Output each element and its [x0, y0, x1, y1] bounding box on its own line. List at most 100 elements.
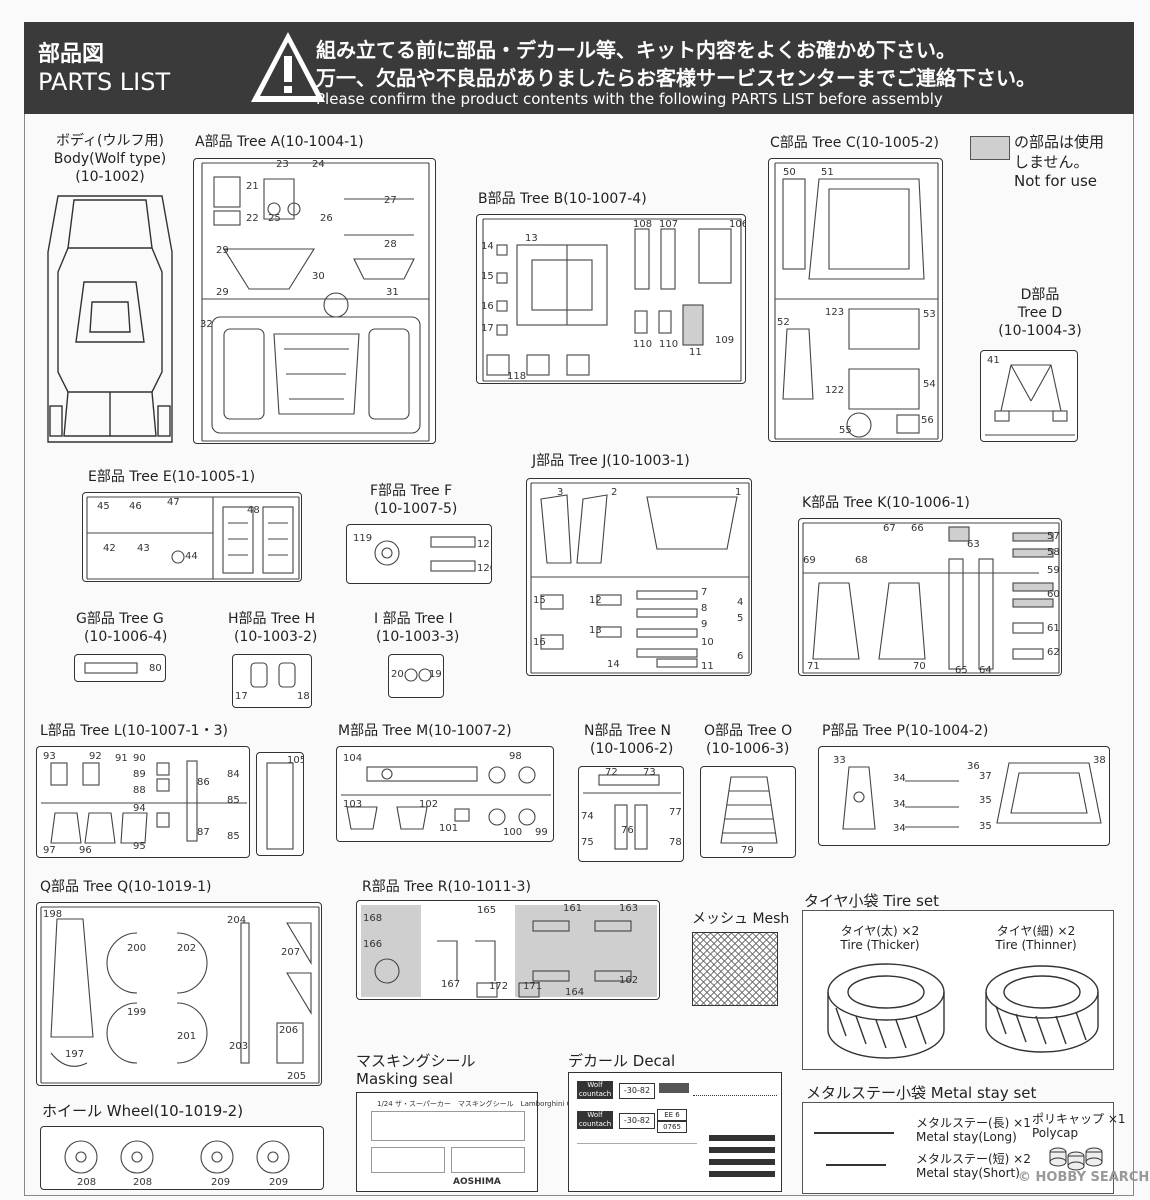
tree-e: 45 46 47 48 42 43 44	[82, 492, 302, 582]
tree-i: 20 19	[388, 654, 444, 698]
part-c55: 55	[839, 425, 852, 436]
title-en: PARTS LIST	[38, 68, 171, 96]
part-w209b: 209	[269, 1177, 289, 1188]
part-k58: 58	[1047, 547, 1060, 558]
part-j1: 1	[735, 487, 742, 498]
part-q200: 200	[127, 943, 147, 954]
part-q203: 203	[229, 1041, 249, 1052]
part-w208b: 208	[133, 1177, 153, 1188]
body-label-en: Body(Wolf type)	[53, 151, 167, 167]
polycap-en: Polycap	[1032, 1126, 1079, 1140]
part-j11: 11	[701, 661, 714, 672]
part-g80: 80	[149, 663, 162, 674]
decal-wolf-text-2: Wolf	[587, 1111, 603, 1119]
body-code: (10-1002)	[75, 169, 145, 185]
part-j8: 8	[701, 603, 708, 614]
decal-plate-1: -30-82	[619, 1083, 655, 1099]
part-b11: 11	[689, 347, 702, 358]
tree-f-label: F部品 Tree F	[370, 483, 453, 499]
part-n74: 74	[581, 811, 594, 822]
part-r164: 164	[565, 987, 585, 998]
part-c52: 52	[777, 317, 790, 328]
metal-stay-short-icon	[826, 1164, 886, 1166]
tree-b-sprue	[482, 218, 742, 382]
polycap-icon	[1049, 1147, 1103, 1171]
tree-g: 80	[74, 654, 166, 682]
part-h17: 17	[235, 691, 248, 702]
decal-stripes-area	[577, 1143, 697, 1178]
part-d41: 41	[987, 355, 1000, 366]
tree-h-sprue	[250, 662, 296, 688]
part-j9: 9	[701, 619, 708, 630]
part-l87: 87	[197, 827, 210, 838]
decal-wolf-logo: Wolf countach	[577, 1081, 613, 1099]
part-n78: 78	[669, 837, 682, 848]
part-r163: 163	[619, 903, 639, 914]
part-j7: 7	[701, 587, 708, 598]
tree-n-sprue	[583, 774, 681, 850]
part-q206: 206	[279, 1025, 299, 1036]
tree-r: 165 161 163 166 168 162 167 164 172 171	[356, 900, 660, 1000]
masking-label-jp: マスキングシール	[356, 1052, 476, 1070]
part-b13: 13	[525, 233, 538, 244]
decal-bar-3	[709, 1159, 775, 1165]
tree-o: 79	[700, 766, 796, 858]
part-r168: 168	[363, 913, 383, 924]
warning-text-1: 組み立てる前に部品・デカール等、キット内容をよくお確かめ下さい。	[316, 38, 956, 62]
part-k65: 65	[955, 665, 968, 676]
tree-e-sprue	[86, 496, 300, 580]
part-l93: 93	[43, 751, 56, 762]
part-k59: 59	[1047, 565, 1060, 576]
not-for-use-jp-b: しません。	[1014, 153, 1089, 171]
tree-l-sprue	[41, 760, 247, 844]
tree-d-code: (10-1004-3)	[998, 323, 1082, 339]
part-q202: 202	[177, 943, 197, 954]
tree-d-label-b: Tree D	[1017, 305, 1063, 321]
part-k60: 60	[1047, 589, 1060, 600]
part-p35b: 35	[979, 821, 992, 832]
part-l92: 92	[89, 751, 102, 762]
tree-i-code: (10-1003-3)	[376, 629, 460, 645]
part-k64: 64	[979, 665, 992, 676]
tree-k-sprue	[802, 522, 1060, 674]
tree-q: 198 200 202 204 207 206 199 201 197 203 …	[36, 902, 322, 1086]
metal-long-en: Metal stay(Long)	[916, 1130, 1017, 1144]
part-r165: 165	[477, 905, 497, 916]
tree-c-label: C部品 Tree C(10-1005-2)	[770, 135, 939, 151]
part-h18: 18	[297, 691, 310, 702]
part-k69: 69	[803, 555, 816, 566]
part-c54: 54	[923, 379, 936, 390]
part-b109: 109	[715, 335, 735, 346]
part-r166: 166	[363, 939, 383, 950]
warning-icon	[251, 32, 325, 102]
tree-p: 33 34 34 34 36 37 38 35 35	[818, 746, 1110, 846]
part-l90: 90	[133, 753, 146, 764]
part-b15: 15	[481, 271, 494, 282]
part-a29: 29	[216, 245, 229, 256]
tree-g-code: (10-1006-4)	[84, 629, 168, 645]
part-a27: 27	[384, 195, 397, 206]
part-k71: 71	[807, 661, 820, 672]
part-j6: 6	[737, 651, 744, 662]
tree-r-label: R部品 Tree R(10-1011-3)	[362, 879, 531, 895]
part-r172: 172	[489, 981, 509, 992]
part-l94: 94	[133, 803, 146, 814]
part-b14: 14	[481, 241, 494, 252]
part-q199: 199	[127, 1007, 147, 1018]
wheel-tree: 208 208 209 209	[40, 1126, 324, 1190]
part-l97: 97	[43, 845, 56, 856]
part-a25: 25	[268, 213, 281, 224]
part-c123: 123	[825, 307, 845, 318]
part-b118: 118	[507, 371, 527, 382]
part-p38: 38	[1093, 755, 1106, 766]
decal-wolf-text: Wolf	[587, 1081, 603, 1089]
part-l85b: 85	[227, 831, 240, 842]
tree-f: 119 121 120	[346, 524, 492, 584]
part-k63: 63	[967, 539, 980, 550]
part-b16: 16	[481, 301, 494, 312]
part-m104: 104	[343, 753, 363, 764]
part-f121: 121	[477, 539, 491, 550]
tree-b: 14 13 15 16 17 108 107 106 110 110 11 10…	[476, 214, 746, 384]
tree-n-code: (10-1006-2)	[590, 741, 674, 757]
part-a23: 23	[276, 159, 289, 170]
